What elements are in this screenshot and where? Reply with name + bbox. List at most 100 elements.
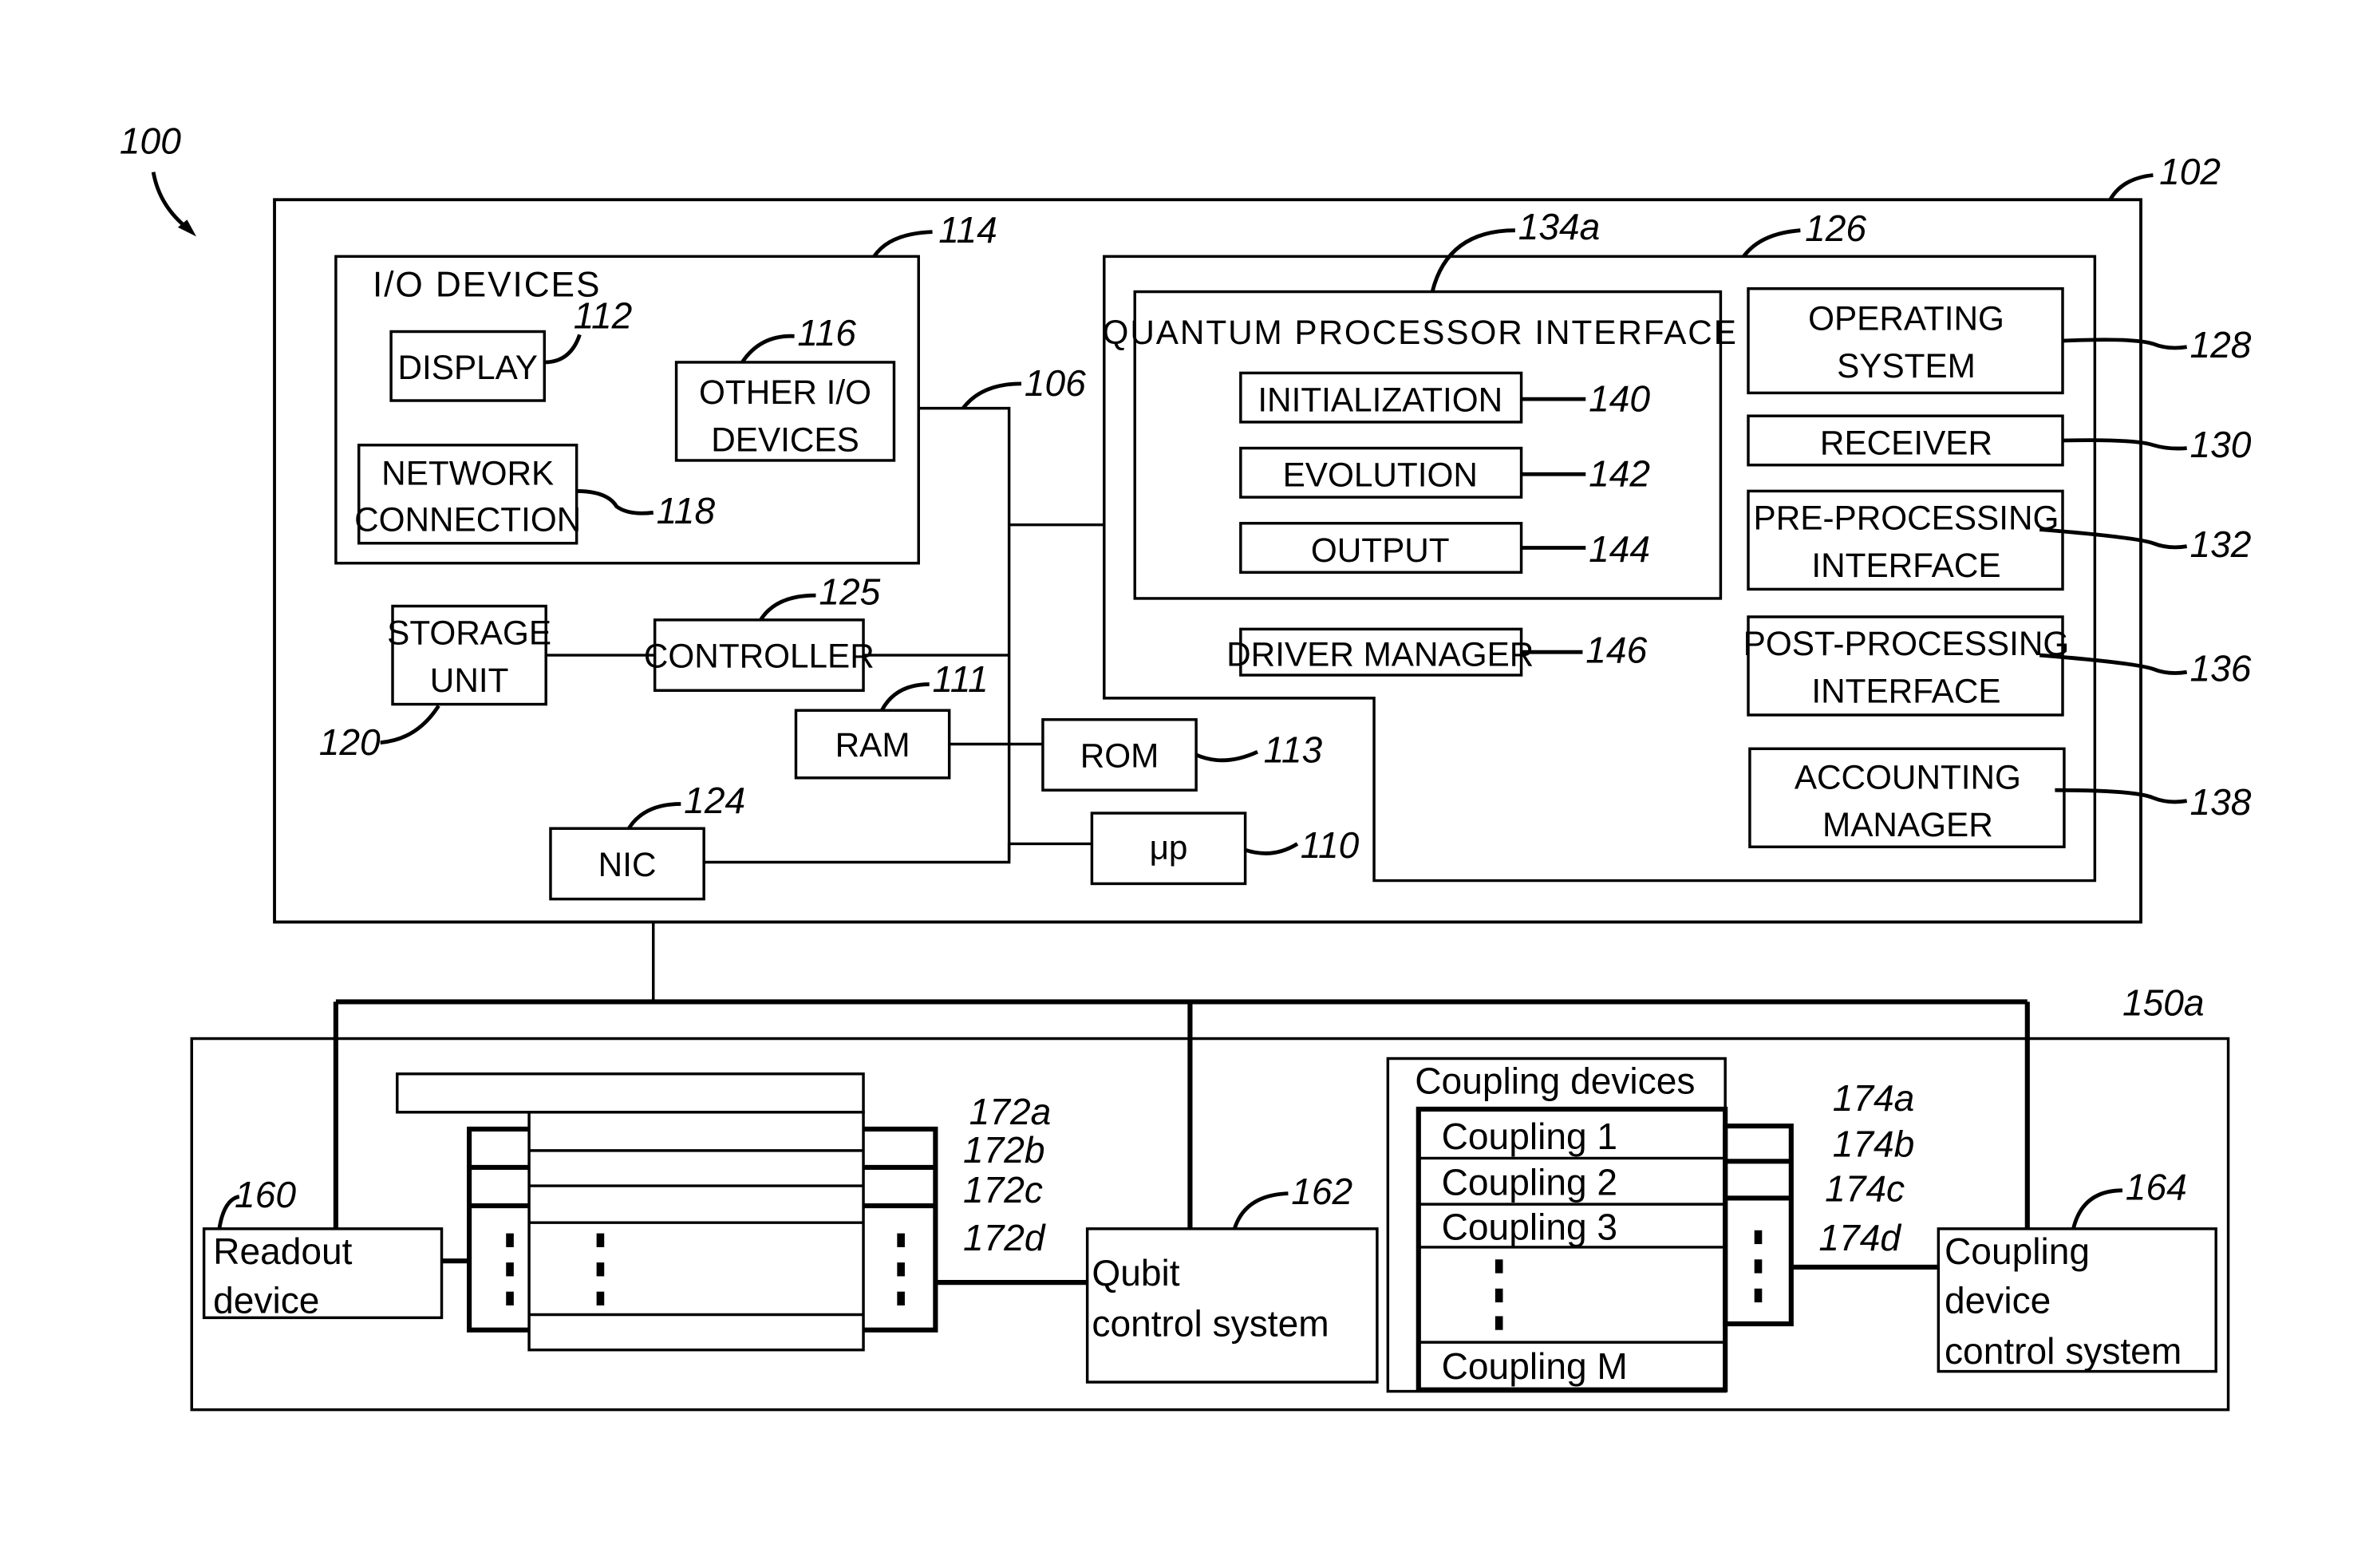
ref-130: 130: [2190, 424, 2252, 465]
ref-113: 113: [1264, 729, 1323, 771]
other-io-line2: DEVICES: [711, 421, 859, 458]
ref-130-leader: [2063, 440, 2187, 448]
ref-164-leader: [2073, 1191, 2122, 1229]
qubit-dots-left-3: [506, 1292, 514, 1305]
ref-118-leader: [577, 491, 653, 513]
os-line1: OPERATING: [1808, 300, 2004, 338]
ref-100: 100: [120, 120, 181, 162]
coupling-bus-dots-3: [1755, 1289, 1763, 1302]
receiver-label: RECEIVER: [1820, 424, 1992, 461]
coupling-bus-dots-1: [1755, 1230, 1763, 1244]
storage-line1: STORAGE: [387, 614, 551, 652]
ref-174a: 174a: [1833, 1077, 1915, 1119]
ref-172b: 172b: [963, 1129, 1045, 1171]
post-line2: INTERFACE: [1811, 673, 2000, 710]
ref-100-arrow: [153, 172, 190, 231]
coupling-devices-title: Coupling devices: [1415, 1060, 1695, 1102]
coupling-2-label: Coupling 2: [1442, 1162, 1617, 1203]
nic-to-up: [704, 843, 1092, 862]
post-line1: POST-PROCESSING: [1743, 625, 2070, 662]
readout-line1: Readout: [213, 1230, 353, 1272]
accounting-line2: MANAGER: [1822, 806, 1993, 843]
ref-150a: 150a: [2122, 982, 2205, 1024]
ref-114: 114: [938, 209, 997, 251]
ref-172a: 172a: [969, 1091, 1052, 1132]
ref-172d: 172d: [963, 1217, 1046, 1258]
ref-110-leader: [1246, 843, 1297, 853]
ref-128-leader: [2063, 340, 2187, 348]
nic-label: NIC: [598, 846, 657, 883]
ref-106: 106: [1025, 362, 1086, 404]
ref-174b: 174b: [1833, 1124, 1915, 1165]
qubit-dots-left-2: [506, 1262, 514, 1276]
os-line2: SYSTEM: [1837, 347, 1976, 385]
ref-162: 162: [1291, 1171, 1352, 1212]
qubit-top-bar: [397, 1074, 863, 1112]
ref-144: 144: [1589, 528, 1650, 570]
pre-line1: PRE-PROCESSING: [1754, 499, 2059, 536]
coupling-dots-2: [1495, 1289, 1503, 1302]
qubit-dots-left-1: [506, 1234, 514, 1247]
qubit-dots-right-2: [897, 1262, 905, 1276]
system-bus: [918, 409, 1009, 859]
ref-106-leader: [963, 384, 1021, 409]
qubit-control-line2: control system: [1092, 1302, 1329, 1344]
network-line2: CONNECTION: [354, 500, 581, 538]
ref-111: 111: [933, 658, 989, 700]
ref-124: 124: [684, 780, 745, 821]
coupling-control-line3: control system: [1945, 1330, 2182, 1372]
coupling-1-label: Coupling 1: [1442, 1116, 1617, 1157]
ref-126-leader: [1743, 231, 1800, 257]
qubit-control-line1: Qubit: [1092, 1252, 1179, 1294]
ref-134a-leader: [1432, 231, 1515, 292]
ref-116-leader: [742, 336, 794, 362]
ref-125: 125: [819, 571, 880, 613]
ref-172c: 172c: [963, 1169, 1043, 1211]
ref-174d: 174d: [1818, 1217, 1901, 1258]
coupling-control-line2: device: [1945, 1280, 2051, 1321]
output-label: OUTPUT: [1311, 531, 1450, 569]
coupling-bus-dots-2: [1755, 1259, 1763, 1273]
pre-line2: INTERFACE: [1811, 547, 2000, 584]
coupling-dots-3: [1495, 1316, 1503, 1329]
ref-102-leader: [2110, 175, 2154, 199]
ref-112: 112: [574, 295, 633, 337]
qubit-dots-right-3: [897, 1292, 905, 1305]
qubit-dots-mid-3: [597, 1292, 605, 1305]
ref-174c: 174c: [1825, 1167, 1905, 1209]
display-label: DISPLAY: [397, 349, 537, 386]
ref-134a: 134a: [1518, 206, 1601, 247]
coupling-3-label: Coupling 3: [1442, 1206, 1617, 1247]
coupling-control-line1: Coupling: [1945, 1230, 2090, 1272]
accounting-line1: ACCOUNTING: [1795, 758, 2021, 796]
ref-136: 136: [2190, 648, 2252, 689]
ref-140: 140: [1589, 377, 1650, 419]
controller-label: CONTROLLER: [644, 637, 875, 674]
ref-164: 164: [2126, 1166, 2187, 1207]
qpi-title: QUANTUM PROCESSOR INTERFACE: [1103, 314, 1738, 351]
ref-113-leader: [1196, 752, 1258, 760]
ram-label: RAM: [835, 726, 910, 764]
ref-111-leader: [882, 685, 930, 711]
ref-162-leader: [1234, 1194, 1288, 1229]
qubit-dots-mid-1: [597, 1234, 605, 1247]
ref-138: 138: [2190, 781, 2252, 823]
coupling-m-label: Coupling M: [1442, 1345, 1628, 1387]
ref-110: 110: [1301, 824, 1360, 866]
readout-line2: device: [213, 1280, 319, 1321]
ref-142: 142: [1589, 453, 1650, 495]
ref-128: 128: [2190, 324, 2252, 365]
rom-label: ROM: [1080, 737, 1159, 774]
ref-125-leader: [760, 595, 815, 620]
network-line1: NETWORK: [381, 455, 554, 492]
ref-126: 126: [1805, 207, 1866, 249]
microprocessor-label: μp: [1150, 829, 1188, 867]
ref-116: 116: [797, 312, 856, 353]
initialization-label: INITIALIZATION: [1258, 381, 1502, 418]
ref-102: 102: [2159, 151, 2221, 192]
ref-120-leader: [381, 705, 439, 742]
coupling-dots-1: [1495, 1259, 1503, 1273]
storage-line2: UNIT: [430, 662, 509, 699]
ref-132: 132: [2190, 523, 2252, 565]
